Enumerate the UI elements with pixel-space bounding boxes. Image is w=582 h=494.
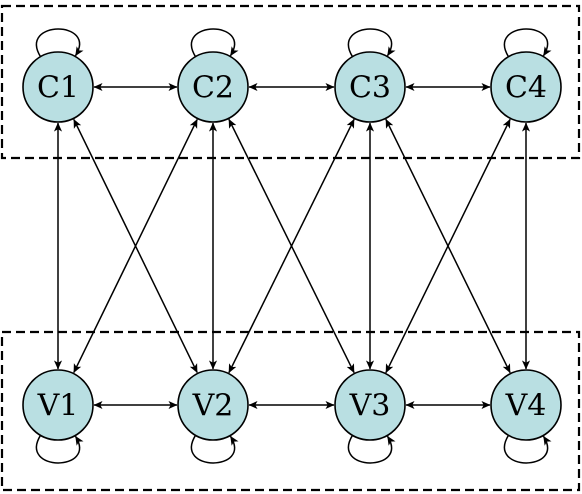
node-label: V1 xyxy=(37,389,79,424)
node-label: V2 xyxy=(192,389,234,424)
self-loops-layer xyxy=(35,28,552,464)
node-circle xyxy=(177,369,249,441)
node-c3: C3 xyxy=(334,51,406,123)
node-c2: C2 xyxy=(177,51,249,123)
self-loop-c2 xyxy=(190,28,239,58)
node-label: C2 xyxy=(192,71,234,106)
node-circle xyxy=(22,369,94,441)
edge-c4-v3 xyxy=(385,118,511,374)
node-label: V3 xyxy=(349,389,391,424)
node-c4: C4 xyxy=(490,51,562,123)
node-v1: V1 xyxy=(22,369,94,441)
edges-layer xyxy=(53,82,531,410)
self-loop-v3 xyxy=(347,434,396,464)
node-circle xyxy=(177,51,249,123)
node-circle xyxy=(334,369,406,441)
node-label: C4 xyxy=(505,71,547,106)
edge-c2-v1 xyxy=(73,118,198,374)
node-circle xyxy=(490,369,562,441)
node-v4: V4 xyxy=(490,369,562,441)
self-loop-c3 xyxy=(347,28,396,58)
node-circle xyxy=(334,51,406,123)
self-loop-v1 xyxy=(35,434,84,464)
node-label: V4 xyxy=(505,389,547,424)
group-box-top xyxy=(0,4,581,160)
self-loop-v4 xyxy=(503,434,552,464)
node-label: C1 xyxy=(37,71,79,106)
node-c1: C1 xyxy=(22,51,94,123)
node-v2: V2 xyxy=(177,369,249,441)
self-loop-v2 xyxy=(190,434,239,464)
edge-c3-v2 xyxy=(228,118,355,374)
node-circle xyxy=(22,51,94,123)
node-v3: V3 xyxy=(334,369,406,441)
node-label: C3 xyxy=(349,71,391,106)
node-circle xyxy=(490,51,562,123)
self-loop-c4 xyxy=(503,28,552,58)
self-loop-c1 xyxy=(35,28,84,58)
